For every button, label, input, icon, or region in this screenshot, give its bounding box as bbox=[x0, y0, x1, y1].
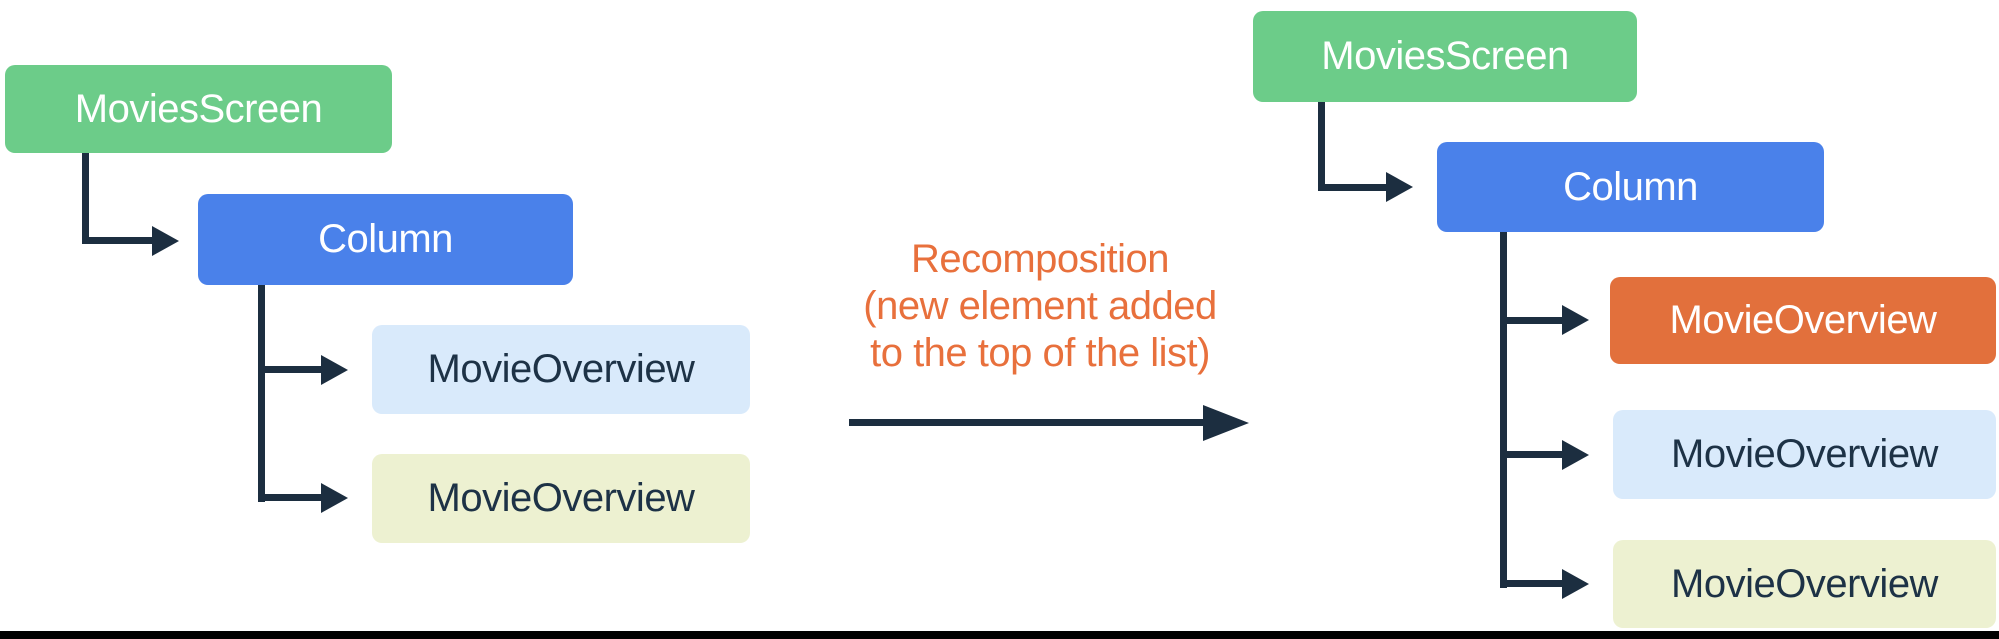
arrowhead-icon bbox=[1562, 569, 1589, 599]
connector-line bbox=[258, 285, 265, 502]
connector-line bbox=[1318, 184, 1388, 191]
right-tree-movie-overview-node-new: MovieOverview bbox=[1610, 277, 1996, 364]
connector-line bbox=[258, 494, 323, 501]
connector-line bbox=[1500, 317, 1564, 324]
caption-line: (new element added bbox=[863, 284, 1217, 328]
node-label: MovieOverview bbox=[427, 476, 695, 520]
node-label: Column bbox=[1563, 164, 1698, 209]
recomposition-caption: Recomposition (new element added to the … bbox=[810, 236, 1270, 377]
arrowhead-icon bbox=[152, 226, 179, 256]
left-tree-movies-screen-node: MoviesScreen bbox=[5, 65, 392, 153]
right-tree-movie-overview-node-3: MovieOverview bbox=[1613, 540, 1996, 628]
node-label: MovieOverview bbox=[1669, 298, 1937, 342]
connector-line bbox=[82, 237, 152, 244]
caption-line: to the top of the list) bbox=[870, 331, 1210, 375]
recomposition-arrow-shaft bbox=[849, 419, 1207, 426]
node-label: MovieOverview bbox=[427, 347, 695, 391]
left-tree-movie-overview-node-2: MovieOverview bbox=[372, 454, 750, 543]
caption-line: Recomposition bbox=[910, 237, 1170, 281]
node-label: MovieOverview bbox=[1671, 432, 1938, 476]
node-label: MoviesScreen bbox=[74, 86, 323, 131]
connector-line bbox=[1500, 580, 1564, 587]
arrowhead-icon bbox=[321, 355, 348, 385]
right-tree-column-node: Column bbox=[1437, 142, 1824, 232]
connector-line bbox=[1318, 102, 1325, 191]
right-tree-movies-screen-node: MoviesScreen bbox=[1253, 11, 1637, 102]
arrowhead-icon bbox=[1386, 172, 1413, 202]
arrowhead-icon bbox=[321, 483, 348, 513]
bottom-border-line bbox=[0, 631, 1999, 639]
node-label: MovieOverview bbox=[1671, 561, 1938, 606]
connector-line bbox=[258, 366, 323, 373]
connector-line bbox=[82, 153, 89, 244]
node-label: Column bbox=[318, 217, 453, 261]
arrowhead-icon bbox=[1562, 440, 1589, 470]
recomposition-arrowhead-icon bbox=[1203, 405, 1249, 441]
node-label: MoviesScreen bbox=[1321, 34, 1569, 78]
arrowhead-icon bbox=[1562, 305, 1589, 335]
left-tree-column-node: Column bbox=[198, 194, 573, 285]
connector-line bbox=[1500, 451, 1564, 458]
left-tree-movie-overview-node-1: MovieOverview bbox=[372, 325, 750, 414]
connector-line bbox=[1500, 232, 1507, 588]
right-tree-movie-overview-node-2: MovieOverview bbox=[1613, 410, 1996, 499]
